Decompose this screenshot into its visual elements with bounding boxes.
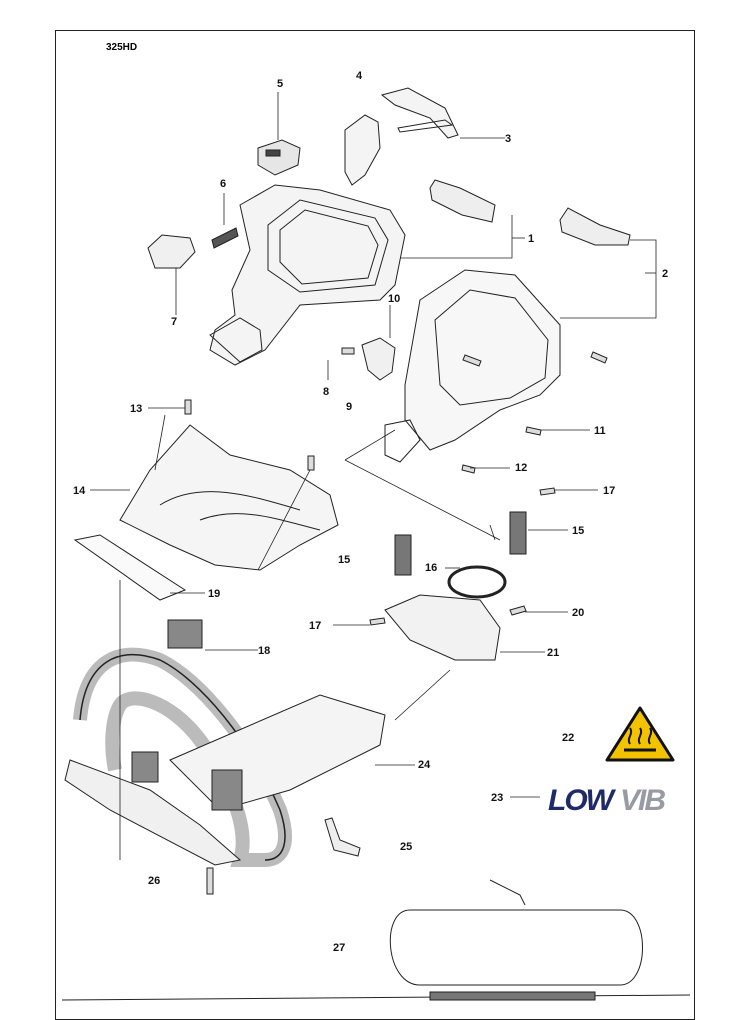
cover-14 <box>119 424 339 571</box>
callout-20: 20 <box>572 607 585 619</box>
callout-22: 22 <box>562 732 575 744</box>
right-housing-half <box>384 269 561 463</box>
handle-cover-2 <box>559 207 631 246</box>
spring-6 <box>211 227 239 249</box>
vibration-springs-15 <box>394 511 527 576</box>
leader-lines <box>90 92 657 860</box>
callout-4: 4 <box>356 70 363 82</box>
throttle-trigger <box>380 87 459 139</box>
callout-17-bottom: 17 <box>309 620 322 632</box>
stop-switch <box>257 139 301 176</box>
throttle-lockout <box>344 114 381 186</box>
callout-1: 1 <box>528 233 535 245</box>
callout-16: 16 <box>425 562 438 574</box>
throttle-cable-27 <box>61 879 691 1001</box>
callout-5: 5 <box>277 78 284 90</box>
hot-surface-warning-icon <box>605 706 675 762</box>
rear-handle-housing <box>209 184 406 366</box>
callout-24: 24 <box>418 759 431 771</box>
part-7 <box>147 234 196 269</box>
callout-7: 7 <box>171 316 178 328</box>
callout-11: 11 <box>594 425 606 437</box>
callout-14: 14 <box>73 485 86 497</box>
callout-13: 13 <box>130 403 143 415</box>
callout-10: 10 <box>388 293 401 305</box>
callout-6: 6 <box>220 178 227 190</box>
damper-block-21 <box>384 594 501 661</box>
screws <box>184 347 608 895</box>
callout-15-right: 15 <box>572 525 585 537</box>
callout-25: 25 <box>400 841 413 853</box>
callout-8: 8 <box>323 386 330 398</box>
front-handle-24 <box>64 647 386 867</box>
svg-text:VIB: VIB <box>620 784 665 817</box>
svg-text:LOW: LOW <box>548 784 617 817</box>
callout-23: 23 <box>491 792 504 804</box>
model-label: 325HD <box>106 42 138 53</box>
lowvib-logo: LOW VIB <box>548 784 667 817</box>
bracket-25 <box>324 817 361 857</box>
callout-19: 19 <box>208 588 221 600</box>
callout-15-left: 15 <box>338 554 351 566</box>
callout-18: 18 <box>258 645 271 657</box>
o-ring-16 <box>447 565 507 599</box>
part-10 <box>361 337 396 381</box>
callout-27: 27 <box>333 942 346 954</box>
callout-12: 12 <box>515 462 528 474</box>
callout-2: 2 <box>662 268 669 280</box>
spring-18 <box>167 619 203 649</box>
callout-3: 3 <box>505 133 512 145</box>
callout-26: 26 <box>148 875 161 887</box>
callout-17-top: 17 <box>603 485 616 497</box>
handle-insert-1 <box>429 179 496 223</box>
callout-9: 9 <box>346 401 353 413</box>
plate-19 <box>73 534 187 601</box>
callout-21: 21 <box>547 647 560 659</box>
